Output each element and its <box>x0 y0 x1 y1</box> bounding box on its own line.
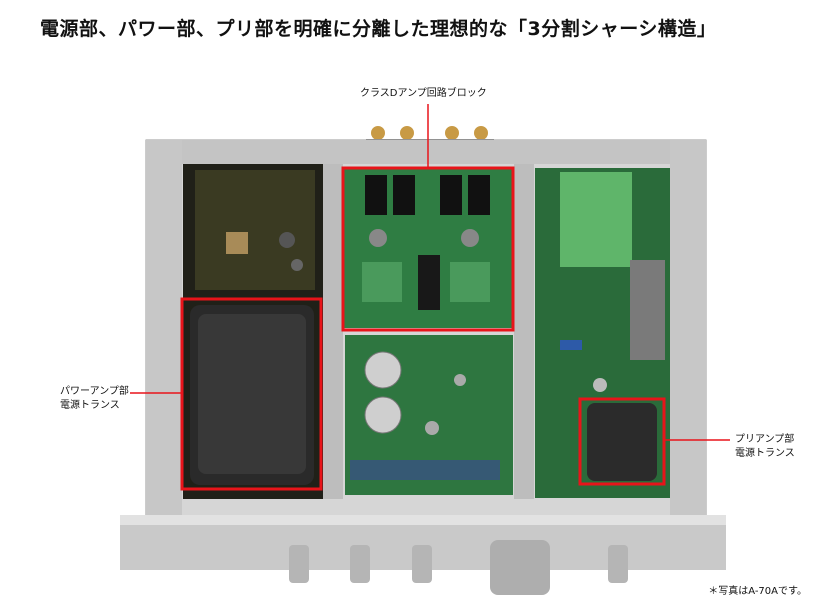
power-transformer-label-line2: 電源トランス <box>60 400 120 411</box>
page-title: 電源部、パワー部、プリ部を明確に分離した理想的な「3分割シャーシ構造」 <box>40 18 717 40</box>
power-transformer-label-line1: パワーアンプ部 <box>60 386 129 397</box>
photo-caption: ＊写真はA-70Aです。 <box>708 586 807 597</box>
classd-block-label: クラスDアンプ回路ブロック <box>360 88 487 99</box>
power-transformer-highlight-box <box>180 297 323 491</box>
pre-transformer-label: プリアンプ部 電源トランス <box>735 433 795 461</box>
pre-transformer-label-line2: 電源トランス <box>735 448 795 459</box>
front-knobs <box>289 540 628 595</box>
pre-transformer-highlight-box <box>578 397 666 486</box>
pre-transformer <box>587 403 657 481</box>
pre-transformer-label-line1: プリアンプ部 <box>735 434 795 445</box>
power-transformer-label: パワーアンプ部 電源トランス <box>60 385 129 413</box>
